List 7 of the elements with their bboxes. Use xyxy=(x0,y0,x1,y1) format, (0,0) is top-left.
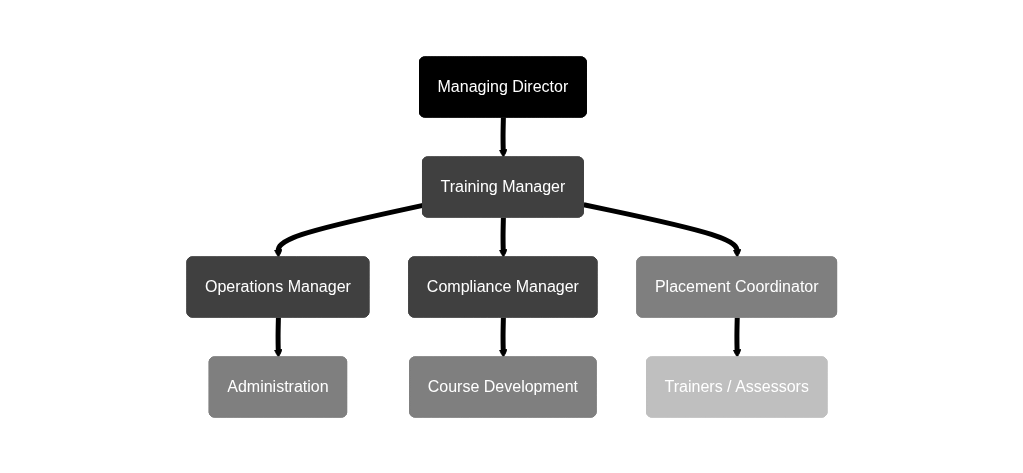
arrow xyxy=(732,316,742,358)
arrow xyxy=(498,216,508,258)
arrow xyxy=(273,316,283,358)
arrow xyxy=(273,202,424,258)
arrow xyxy=(583,201,742,258)
arrow xyxy=(498,316,508,358)
arrow xyxy=(498,116,508,158)
